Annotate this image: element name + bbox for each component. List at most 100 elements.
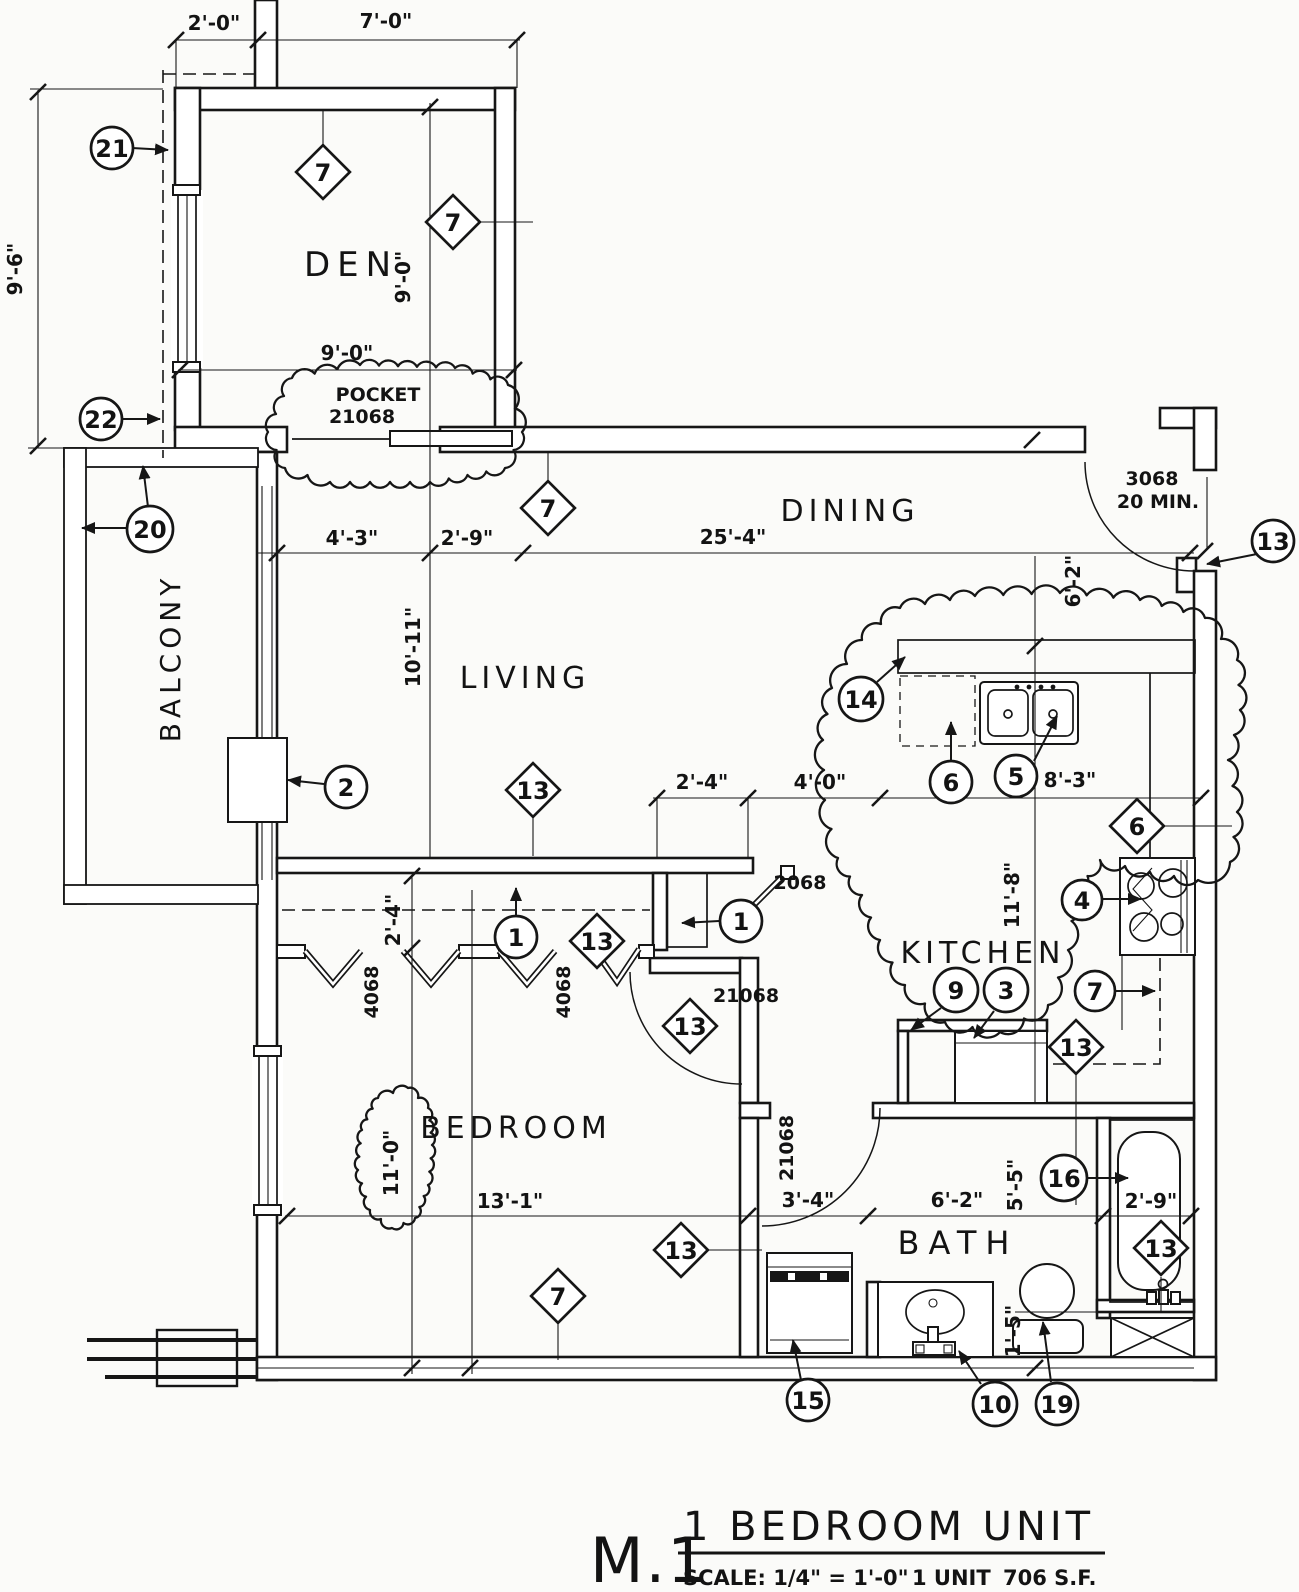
- kitchen-label: KITCHEN: [901, 936, 1066, 971]
- burner: [1158, 868, 1188, 898]
- dim-den-width: 9'-0": [321, 341, 374, 365]
- tag-7-den-b: 7: [424, 193, 482, 251]
- tag-7-living: 7: [519, 479, 577, 537]
- north-corridor-wall: [438, 425, 1087, 454]
- tag-label: 7: [315, 159, 332, 187]
- entry-door-size: 3068: [1126, 468, 1179, 490]
- hall-chase: [666, 872, 708, 948]
- balcony-north-rail: [63, 447, 259, 468]
- tag-label: 13: [1059, 1034, 1092, 1062]
- sheet-title: 1 BEDROOM UNIT: [683, 1504, 1094, 1550]
- sink-drain: [1003, 709, 1013, 719]
- dim-bath-door: 3'-4": [782, 1188, 835, 1212]
- tag-13-bath: 13: [1132, 1219, 1190, 1277]
- entry-door-swing: [1084, 461, 1195, 572]
- callout-19: 19: [1034, 1381, 1080, 1427]
- pocket-revision-cloud: [264, 358, 527, 489]
- arrow: [138, 465, 151, 508]
- bifold-door: [304, 950, 362, 987]
- callout-20: 20: [125, 504, 175, 554]
- range-detail: [1132, 867, 1153, 932]
- bifold-door: [302, 949, 364, 989]
- balcony-south-rail: [63, 884, 259, 905]
- walls: [173, 0, 1218, 1382]
- callout-label: 16: [1047, 1165, 1080, 1193]
- tub-faucet: [1158, 1289, 1169, 1305]
- tag-label: 13: [1144, 1235, 1177, 1263]
- balcony-rails: [63, 447, 288, 905]
- callout-label: 1: [733, 908, 750, 936]
- burner: [1160, 912, 1184, 936]
- range: [1119, 857, 1196, 956]
- sink-basin-left: [987, 689, 1029, 737]
- hall-wall-c: [648, 956, 744, 975]
- kitchen-bath-wall: [871, 1101, 1196, 1120]
- arrow: [910, 1007, 942, 1031]
- dim-living-b: 2'-9": [441, 526, 494, 550]
- callout-label: 15: [791, 1387, 824, 1415]
- washer-knob: [788, 1273, 795, 1280]
- callout-10: 10: [971, 1380, 1019, 1428]
- bifold-door: [498, 950, 556, 987]
- bedroom-window: [252, 1045, 283, 1216]
- callout-label: 21: [95, 135, 128, 163]
- closet-door-right-size: 4068: [553, 966, 575, 1019]
- sliding-door-panel: [227, 737, 288, 823]
- callout-label: 22: [84, 406, 117, 434]
- dim-hall-a: 2'-4": [676, 770, 729, 794]
- dim-den-offset: 2'-0": [188, 11, 241, 35]
- revision-clouds: [264, 358, 1248, 1231]
- callout-label: 19: [1040, 1391, 1073, 1419]
- den-east-wall: [493, 86, 517, 431]
- callout-label: 13: [1256, 528, 1289, 556]
- tag-label: 13: [580, 928, 613, 956]
- bath-door-size: 21068: [776, 1115, 798, 1181]
- washer-knob: [820, 1273, 827, 1280]
- tub-handle: [1146, 1291, 1157, 1305]
- unit-separation-joint: [87, 1328, 258, 1388]
- callout-22: 22: [78, 396, 124, 442]
- title-block: M.1 1 BEDROOM UNIT SCALE: 1/4" = 1'-0" 1…: [590, 1504, 1105, 1592]
- dimension-labels: 2'-0" 7'-0" 9'-6" 9'-0" 9'-0" 4'-3" 2'-9…: [3, 9, 1177, 1357]
- callout-1-hall: 1: [718, 898, 764, 944]
- bedroom-door-swing: [629, 971, 743, 1085]
- bath-fixtures: [766, 1119, 1195, 1358]
- arrow: [789, 1339, 802, 1381]
- kitchen-sink: [979, 681, 1079, 745]
- dim-west-height: 9'-6": [3, 243, 27, 296]
- dishwasher: [954, 1030, 1048, 1104]
- tag-label: 13: [673, 1013, 706, 1041]
- living-label: LIVING: [460, 661, 591, 696]
- callout-label: 14: [844, 686, 877, 714]
- callout-arrows: [81, 143, 1258, 1385]
- closet-jamb: [458, 944, 500, 959]
- party-wall-stub: [253, 0, 279, 94]
- west-wall: [255, 450, 279, 1382]
- sink-basin-right: [1032, 689, 1074, 737]
- faucet-handle: [943, 1344, 953, 1354]
- closet-door-left-size: 4068: [361, 966, 383, 1019]
- den-north-wall: [173, 86, 517, 112]
- arrow: [973, 1010, 995, 1039]
- east-wall: [1192, 569, 1218, 1382]
- bath-label: BATH: [898, 1224, 1019, 1262]
- entry-corner-stub: [1192, 406, 1218, 472]
- callout-1-closet: 1: [493, 914, 539, 960]
- dim-toilet-offset: 1'-5": [1001, 1305, 1025, 1358]
- callout-5: 5: [993, 753, 1039, 799]
- callout-16: 16: [1039, 1153, 1089, 1203]
- sheet-area: 706 S.F.: [1003, 1566, 1097, 1590]
- closet-jamb: [638, 944, 655, 959]
- joint-break-symbol: [155, 1328, 239, 1388]
- window-cap: [253, 1204, 282, 1216]
- callout-13-entry: 13: [1250, 518, 1296, 564]
- arrow: [876, 656, 906, 683]
- door-pivot-block: [780, 865, 795, 880]
- tag-7-bedroom: 7: [529, 1267, 587, 1325]
- callout-label: 2: [338, 774, 355, 802]
- sheet-scale: SCALE: 1/4" = 1'-0": [683, 1566, 909, 1590]
- pocket-door-panel: [389, 430, 513, 447]
- faucet-hole: [1050, 684, 1056, 690]
- callout-label: 6: [943, 769, 960, 797]
- tub-handle: [1170, 1291, 1181, 1305]
